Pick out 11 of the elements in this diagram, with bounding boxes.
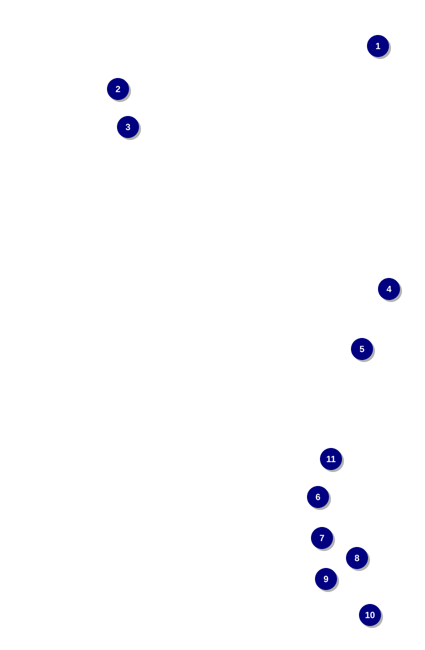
callout-number: 1	[367, 35, 391, 59]
callout-number: 6	[307, 486, 331, 510]
callout-number: 11	[320, 448, 344, 472]
callout-number: 8	[346, 547, 370, 571]
callout-number: 9	[315, 568, 339, 592]
callout-number: 5	[351, 338, 375, 362]
callout-number: 10	[359, 604, 383, 628]
callout-number: 7	[311, 527, 335, 551]
callout-number: 3	[117, 116, 141, 140]
callout-number: 2	[107, 78, 131, 102]
callout-number: 4	[378, 278, 402, 302]
